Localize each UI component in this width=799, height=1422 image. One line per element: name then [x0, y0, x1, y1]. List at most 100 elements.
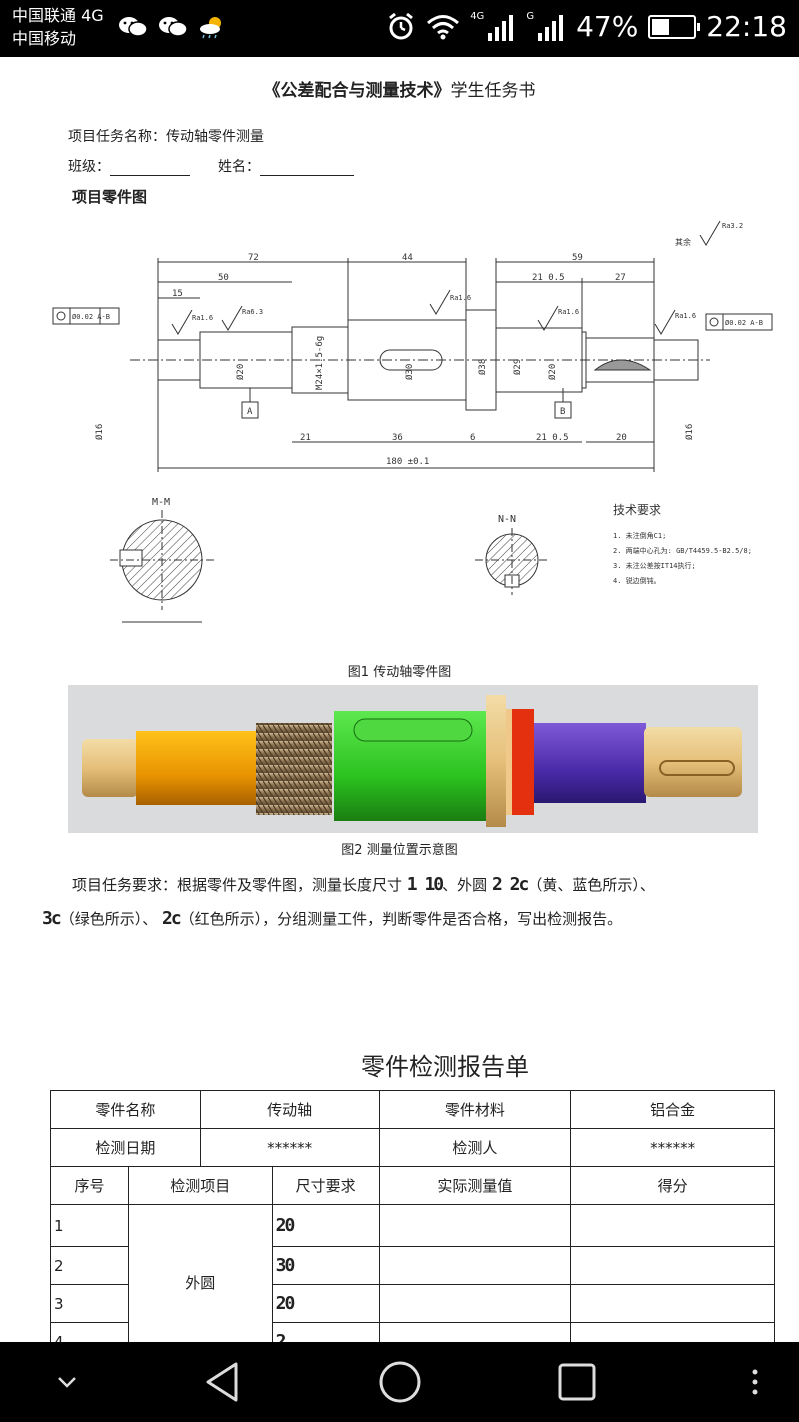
rough-1: Ra1.6 — [192, 314, 213, 322]
part-name-value: 传动轴 — [199, 1090, 380, 1129]
datum-b-label: B — [560, 407, 565, 417]
network-type-1: 4G — [470, 11, 485, 22]
table-row: 零件名称 传动轴 零件材料 铝合金 — [50, 1090, 775, 1129]
report-title: 零件检测报告单 — [361, 1053, 529, 1081]
class-field: 班级： — [68, 156, 190, 176]
class-blank — [110, 161, 190, 176]
shaft-render — [68, 685, 758, 833]
inspector-value: ****** — [570, 1128, 775, 1167]
section-mm-label: M-M — [152, 497, 170, 508]
inspector-label: 检测人 — [378, 1128, 572, 1167]
formula-glyph-4: 2c — [161, 908, 182, 929]
student-name-field: 姓名： — [218, 156, 354, 176]
datum-b: B — [554, 388, 572, 419]
thread-m24: M24×1.5-6g — [315, 336, 325, 390]
recents-button[interactable] — [545, 1342, 609, 1422]
header-measured: 实际测量值 — [378, 1166, 572, 1205]
table-row: 3 20 — [50, 1284, 775, 1323]
shaft-render-image — [82, 695, 742, 827]
table-row: 检测日期 ****** 检测人 ****** — [50, 1128, 775, 1167]
dim-6: 6 — [470, 433, 475, 443]
tech-item-1: 1. 未注倒角C1; — [613, 531, 666, 540]
table-row: 1 外圆 20 — [50, 1204, 775, 1361]
header-no: 序号 — [50, 1166, 129, 1205]
carrier-info: 中国联通 4G 中国移动 — [12, 4, 104, 50]
task-requirements: 项目任务要求：根据零件及零件图，测量长度尺寸 1 10、外圆 2 2c（黄、蓝色… — [42, 868, 792, 936]
dimension-text-top: 72 50 15 44 59 21 0.5 27 — [172, 253, 626, 299]
wechat-icon — [159, 17, 188, 37]
title-rest: 学生任务书 — [450, 81, 536, 101]
collapse-button[interactable] — [40, 1342, 94, 1422]
datum-a: A — [241, 388, 259, 419]
material-value: 铝合金 — [570, 1090, 775, 1129]
report-table: 零件名称 传动轴 零件材料 铝合金 检测日期 ****** 检测人 ******… — [50, 1090, 775, 1361]
header-item: 检测项目 — [127, 1166, 273, 1205]
row-requirement: 20 — [271, 1204, 380, 1247]
datum-a-label: A — [247, 407, 253, 417]
shaft-drawing: 72 50 15 44 59 21 0.5 27 21 36 6 21 0.5 … — [52, 220, 773, 623]
tech-item-4: 4. 锐边倒钝。 — [613, 576, 661, 585]
figure-1-caption: 图1 传动轴零件图 — [347, 665, 452, 680]
more-button[interactable] — [730, 1342, 780, 1422]
weather-icon — [200, 17, 221, 39]
dim-50: 50 — [218, 273, 229, 283]
document-title: 《公差配合与测量技术》学生任务书 — [0, 76, 799, 101]
remaining-label: 其余 — [675, 237, 691, 247]
chevron-down-icon — [58, 1377, 76, 1388]
date-label: 检测日期 — [50, 1128, 201, 1167]
gdt-frame-left: Ø0.02 A-B — [52, 307, 120, 325]
section-title: 项目零件图 — [72, 188, 148, 206]
dia-16-left: Ø16 — [94, 424, 105, 440]
dim-36: 36 — [392, 433, 403, 443]
score-cell[interactable] — [570, 1204, 775, 1247]
class-label: 班级： — [68, 159, 110, 175]
measured-cell[interactable] — [378, 1204, 572, 1247]
formula-glyph-2: 2 2c — [491, 874, 529, 895]
rough-5: Ra1.6 — [675, 312, 696, 320]
wifi-icon — [427, 14, 460, 39]
home-button[interactable] — [368, 1342, 432, 1422]
alarm-icon — [389, 12, 414, 39]
task-text-2: 、外圆 — [442, 876, 488, 894]
battery-icon — [648, 14, 701, 39]
shaft-outline — [130, 309, 710, 411]
measured-cell[interactable] — [378, 1246, 572, 1285]
gdt-frame-right: Ø0.02 A-B — [705, 313, 773, 331]
dim-15: 15 — [172, 289, 183, 299]
dim-21-b: 21 — [300, 433, 311, 443]
carrier-2: 中国移动 — [12, 29, 77, 48]
header-score: 得分 — [570, 1166, 775, 1205]
gdt-text-right: Ø0.02 A-B — [725, 319, 763, 327]
network-type-2: G — [526, 11, 535, 22]
rough-4: Ra1.6 — [558, 308, 579, 316]
task-line-1: 项目任务要求：根据零件及零件图，测量长度尺寸 1 10、外圆 2 2c（黄、蓝色… — [42, 868, 792, 902]
date-value: ****** — [199, 1128, 380, 1167]
dim-21-0.5: 21 0.5 — [536, 433, 569, 443]
task-text-4: （绿色所示）、 — [59, 910, 158, 928]
dimension-lines-bottom — [157, 380, 655, 472]
name-label: 姓名： — [218, 159, 260, 175]
rough-2: Ra6.3 — [242, 308, 263, 316]
rough-6: Ra3.2 — [722, 222, 743, 230]
home-circle-icon — [379, 1361, 421, 1403]
back-button[interactable] — [190, 1342, 254, 1422]
task-text-1: 项目任务要求：根据零件及零件图，测量长度尺寸 — [72, 876, 403, 894]
battery-fill — [652, 18, 670, 35]
score-cell[interactable] — [570, 1246, 775, 1285]
tech-title: 技术要求 — [613, 503, 661, 517]
dim-59: 59 — [572, 253, 583, 263]
roughness-symbols: Ra1.6 Ra6.3 Ra1.6 Ra1.6 Ra1.6 Ra3.2 其余 — [171, 220, 743, 335]
title-bold: 《公差配合与测量技术》 — [263, 81, 451, 101]
notification-icons — [118, 14, 226, 40]
header-requirement: 尺寸要求 — [271, 1166, 380, 1205]
diameter-labels: Ø16 Ø20 M24×1.5-6g Ø30 Ø38 Ø29 Ø20 Ø16 — [94, 336, 695, 440]
technical-requirements: 技术要求 1. 未注倒角C1; 2. 两端中心孔为: GB/T4459.5-B2… — [613, 503, 752, 585]
table-header-row: 序号 检测项目 尺寸要求 实际测量值 得分 — [50, 1166, 775, 1205]
row-requirement: 20 — [271, 1284, 380, 1323]
measured-cell[interactable] — [378, 1284, 572, 1323]
battery-percent: 47% — [576, 10, 639, 43]
formula-glyph-3: 3c — [42, 908, 62, 929]
wechat-icon — [119, 17, 148, 37]
score-cell[interactable] — [570, 1284, 775, 1323]
dim-180: 180 ±0.1 — [386, 457, 429, 467]
